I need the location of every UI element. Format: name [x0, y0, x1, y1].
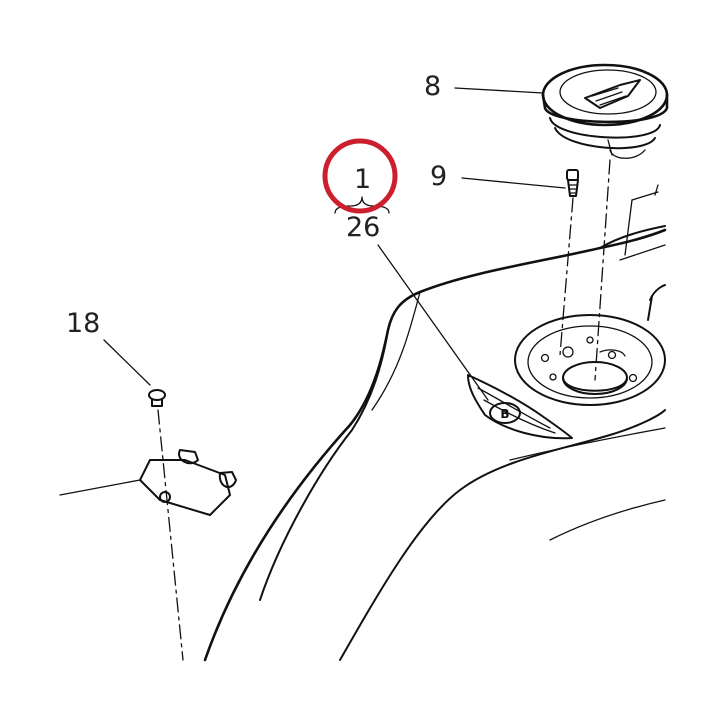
bolt-18: [148, 389, 184, 661]
callout-9: 9: [430, 161, 447, 192]
cap-axis: [594, 159, 611, 381]
callouts: 8 9 18 26 1: [66, 71, 447, 339]
highlight-circle: [322, 138, 398, 214]
svg-text:B: B: [500, 407, 509, 421]
fuel-cap: [541, 63, 669, 159]
cap-axis-3: [654, 184, 659, 196]
callout-8: 8: [424, 71, 441, 102]
callout-1[interactable]: 1: [354, 164, 371, 195]
callout-26: 26: [346, 212, 380, 243]
cap-axis-2: [624, 199, 633, 256]
callout-18: 18: [66, 308, 100, 339]
fuel-tank: [203, 225, 667, 662]
filler-neck: [514, 314, 666, 406]
screw-9: [559, 169, 579, 356]
tank-emblem: B: [467, 374, 573, 440]
mounting-bracket: [59, 449, 237, 516]
leader-lines: [103, 87, 566, 401]
cap-axis-4: [631, 191, 659, 201]
